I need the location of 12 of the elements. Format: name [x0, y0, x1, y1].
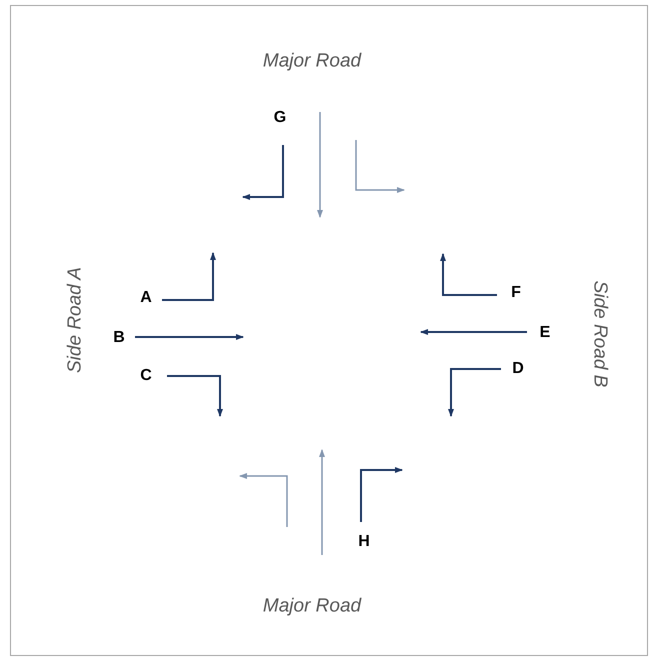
movement-label: D — [512, 361, 524, 377]
road-label: Major Road — [262, 52, 362, 70]
movement-label: G — [274, 110, 286, 126]
movement-label: B — [113, 330, 125, 346]
road-label: Side Road B — [590, 280, 610, 388]
movement-label: E — [540, 325, 550, 341]
road-label: Side Road A — [66, 267, 84, 373]
movement-label: F — [511, 285, 521, 301]
road-label: Major Road — [262, 596, 362, 616]
movement-label: A — [140, 290, 152, 306]
movement-label: H — [358, 534, 370, 550]
movement-label: C — [140, 368, 152, 384]
